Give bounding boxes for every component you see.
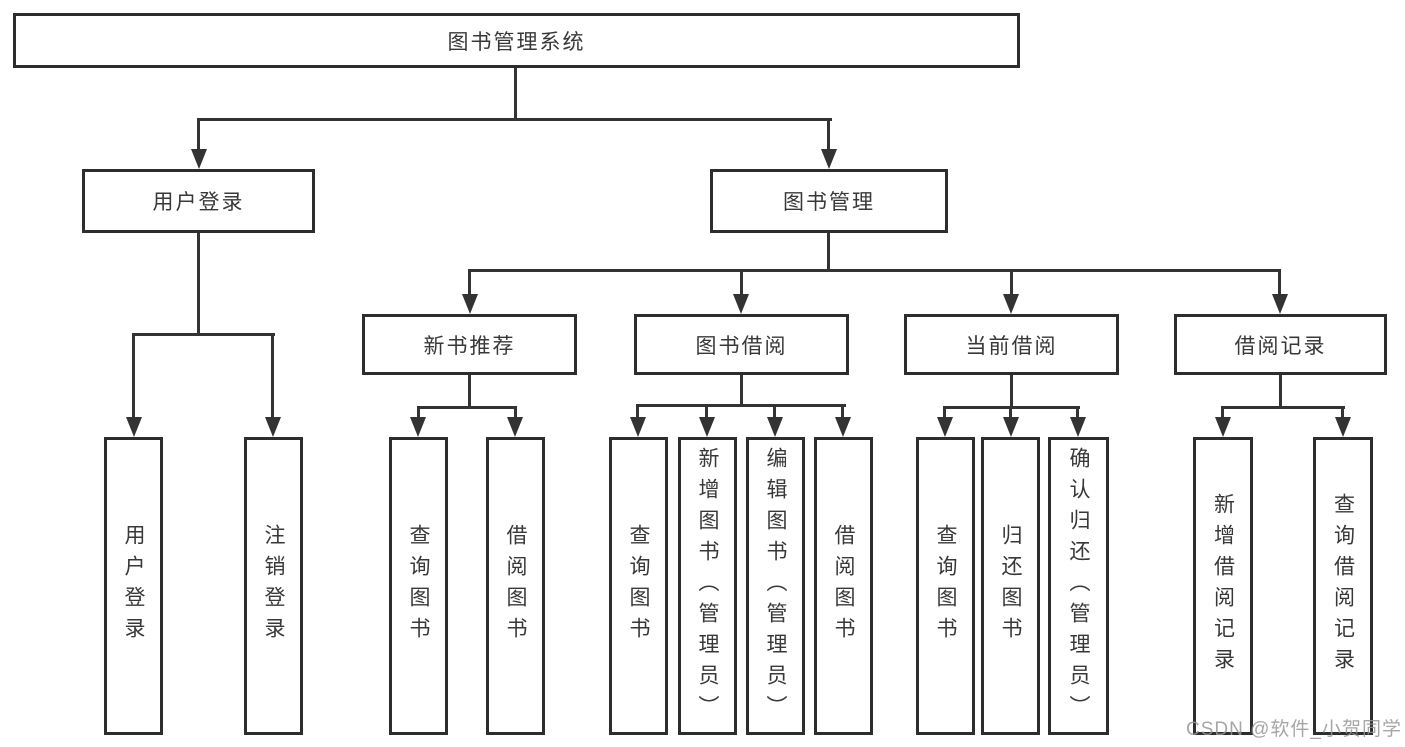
arrow-down-icon bbox=[1215, 417, 1231, 437]
node-label: 图书管理 bbox=[783, 191, 875, 214]
arrow-down-icon bbox=[1335, 417, 1351, 437]
node-label: 当前借阅 bbox=[965, 334, 1058, 358]
leaf-logout: 注销登录 bbox=[244, 437, 303, 735]
connector-stem bbox=[197, 231, 200, 336]
leaf-label: 用户登录 bbox=[122, 524, 145, 648]
leaf-borrow-borrow: 借阅图书 bbox=[814, 437, 873, 735]
arrow-down-icon bbox=[699, 417, 715, 437]
leaf-user-login: 用户登录 bbox=[104, 437, 163, 735]
connector-hbar bbox=[132, 333, 275, 336]
leaf-current-confirm-admin: 确认归还（管理员） bbox=[1048, 437, 1109, 735]
node-new-book-recommend: 新书推荐 bbox=[362, 314, 577, 375]
connector-drop bbox=[841, 404, 844, 418]
leaf-current-query: 查询图书 bbox=[916, 437, 975, 735]
node-root: 图书管理系统 bbox=[13, 13, 1020, 68]
leaf-label: 查询借阅记录 bbox=[1331, 493, 1355, 679]
connector-hbar bbox=[468, 269, 1281, 272]
connector-stem bbox=[468, 374, 471, 408]
arrow-down-icon bbox=[410, 417, 426, 437]
leaf-newbook-borrow: 借阅图书 bbox=[486, 437, 545, 735]
arrow-down-icon bbox=[191, 149, 207, 169]
connector-stem bbox=[827, 232, 830, 271]
connector-drop bbox=[705, 404, 708, 418]
leaf-records-query: 查询借阅记录 bbox=[1313, 437, 1373, 735]
connector-drop bbox=[271, 333, 274, 417]
node-current-borrow: 当前借阅 bbox=[904, 314, 1119, 375]
leaf-label: 借阅图书 bbox=[832, 524, 855, 648]
leaf-label: 注销登录 bbox=[262, 524, 285, 648]
connector-drop bbox=[943, 406, 946, 418]
leaf-label: 归还图书 bbox=[999, 524, 1022, 648]
connector-drop bbox=[773, 404, 776, 418]
connector-drop bbox=[1010, 269, 1013, 295]
connector-stem bbox=[1010, 374, 1013, 408]
arrow-down-icon bbox=[462, 294, 478, 314]
connector-drop bbox=[197, 118, 200, 149]
connector-drop bbox=[1076, 406, 1079, 418]
connector-drop bbox=[1341, 406, 1344, 418]
arrow-down-icon bbox=[767, 417, 783, 437]
leaf-newbook-query: 查询图书 bbox=[389, 437, 448, 735]
arrow-down-icon bbox=[733, 294, 749, 314]
leaf-records-add: 新增借阅记录 bbox=[1193, 437, 1253, 735]
arrow-down-icon bbox=[507, 417, 523, 437]
connector-drop bbox=[827, 118, 830, 149]
leaf-borrow-edit-admin: 编辑图书（管理员） bbox=[746, 437, 805, 735]
node-root-label: 图书管理系统 bbox=[447, 30, 586, 54]
leaf-label: 新增图书（管理员） bbox=[696, 446, 719, 726]
arrow-down-icon bbox=[630, 417, 646, 437]
csdn-watermark: CSDN @软件_小贺同学 bbox=[1186, 719, 1402, 740]
leaf-label: 查询图书 bbox=[934, 524, 957, 648]
connector-stem bbox=[740, 374, 743, 407]
leaf-label: 确认归还（管理员） bbox=[1067, 446, 1090, 726]
node-label: 用户登录 bbox=[152, 191, 245, 214]
node-borrow-records: 借阅记录 bbox=[1174, 314, 1387, 375]
connector-drop bbox=[417, 406, 420, 418]
connector-level2-hbar bbox=[197, 118, 832, 121]
connector-drop bbox=[1278, 269, 1281, 295]
leaf-borrow-query: 查询图书 bbox=[609, 437, 668, 735]
node-book-management: 图书管理 bbox=[710, 169, 948, 233]
arrow-down-icon bbox=[1272, 294, 1288, 314]
arrow-down-icon bbox=[937, 417, 953, 437]
node-label: 新书推荐 bbox=[423, 334, 516, 358]
leaf-borrow-add-admin: 新增图书（管理员） bbox=[678, 437, 737, 735]
node-label: 图书借阅 bbox=[695, 334, 788, 358]
connector-drop bbox=[1009, 406, 1012, 418]
connector-hbar bbox=[1221, 406, 1345, 409]
node-book-borrow: 图书借阅 bbox=[634, 314, 849, 375]
leaf-label: 查询图书 bbox=[627, 524, 650, 648]
connector-hbar bbox=[417, 406, 517, 409]
connector-drop bbox=[636, 404, 639, 418]
arrow-down-icon bbox=[835, 417, 851, 437]
arrow-down-icon bbox=[265, 417, 281, 437]
arrow-down-icon bbox=[126, 417, 142, 437]
arrow-down-icon bbox=[1070, 417, 1086, 437]
connector-drop bbox=[1221, 406, 1224, 418]
connector-drop bbox=[514, 406, 517, 418]
connector-drop bbox=[468, 269, 471, 295]
connector-hbar bbox=[636, 404, 846, 407]
leaf-label: 新增借阅记录 bbox=[1211, 493, 1235, 679]
leaf-current-return: 归还图书 bbox=[981, 437, 1040, 735]
connector-drop bbox=[132, 333, 135, 417]
arrow-down-icon bbox=[821, 149, 837, 169]
leaf-label: 查询图书 bbox=[407, 524, 430, 648]
arrow-down-icon bbox=[1003, 417, 1019, 437]
arrow-down-icon bbox=[1003, 294, 1019, 314]
connector-drop bbox=[740, 269, 743, 295]
connector-stem bbox=[1279, 374, 1282, 408]
leaf-label: 借阅图书 bbox=[504, 524, 527, 648]
leaf-label: 编辑图书（管理员） bbox=[764, 446, 787, 726]
connector-root-stem bbox=[514, 68, 517, 120]
node-user-login: 用户登录 bbox=[82, 169, 315, 233]
node-label: 借阅记录 bbox=[1234, 334, 1327, 358]
